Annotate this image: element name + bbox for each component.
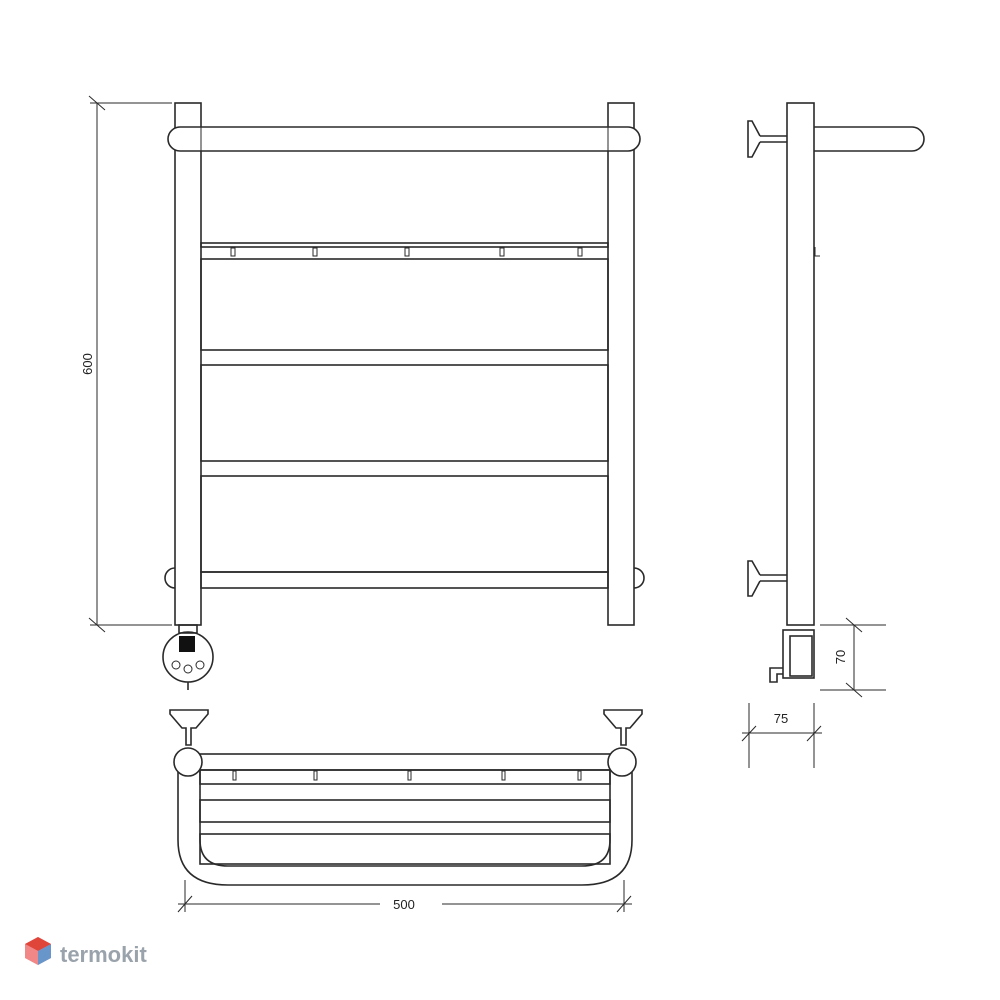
heater-controller <box>162 624 214 690</box>
side-hook <box>814 247 820 257</box>
top-post-left <box>173 747 203 777</box>
front-view: 600 <box>80 95 645 690</box>
side-heater <box>769 629 815 683</box>
brand: termokit <box>25 937 147 967</box>
top-hooks <box>232 770 582 781</box>
dimension-width <box>177 880 632 913</box>
side-bracket-lower <box>747 560 787 597</box>
left-upright <box>174 102 202 626</box>
rung-4 <box>200 475 609 573</box>
top-front-bar <box>189 753 621 771</box>
height-label: 600 <box>80 353 95 375</box>
depth-label: 75 <box>774 711 788 726</box>
hooks <box>230 247 583 257</box>
side-bracket-upper <box>747 120 787 158</box>
dimension-depth <box>741 703 822 768</box>
top-inner-loop <box>199 770 611 867</box>
top-rung-1 <box>199 769 611 785</box>
side-view: 70 75 <box>741 102 925 768</box>
width-label: 500 <box>393 897 415 912</box>
bottom-rail <box>200 571 609 589</box>
right-upright <box>607 102 635 626</box>
side-top-rail <box>814 126 925 152</box>
dimension-height <box>88 95 172 633</box>
rung-3 <box>200 364 609 462</box>
top-flange-right <box>603 709 643 746</box>
top-rung-2 <box>199 799 611 823</box>
bracket-lower-right <box>633 567 645 589</box>
top-flange-left <box>169 709 209 746</box>
dimension-heater-height <box>820 617 886 698</box>
top-view: 500 <box>169 709 643 913</box>
rung-2 <box>200 258 609 351</box>
top-post-right <box>607 747 637 777</box>
display-icon <box>179 636 195 652</box>
top-outer-loop <box>177 760 633 886</box>
rung-1 <box>200 242 609 248</box>
top-rung-3 <box>199 833 611 865</box>
heater-height-label: 70 <box>833 650 848 664</box>
top-rail <box>167 126 641 152</box>
brand-name: termokit <box>60 942 147 967</box>
side-upright <box>786 102 815 626</box>
termokit-logo-icon <box>25 937 51 965</box>
bracket-lower-left <box>164 567 176 589</box>
